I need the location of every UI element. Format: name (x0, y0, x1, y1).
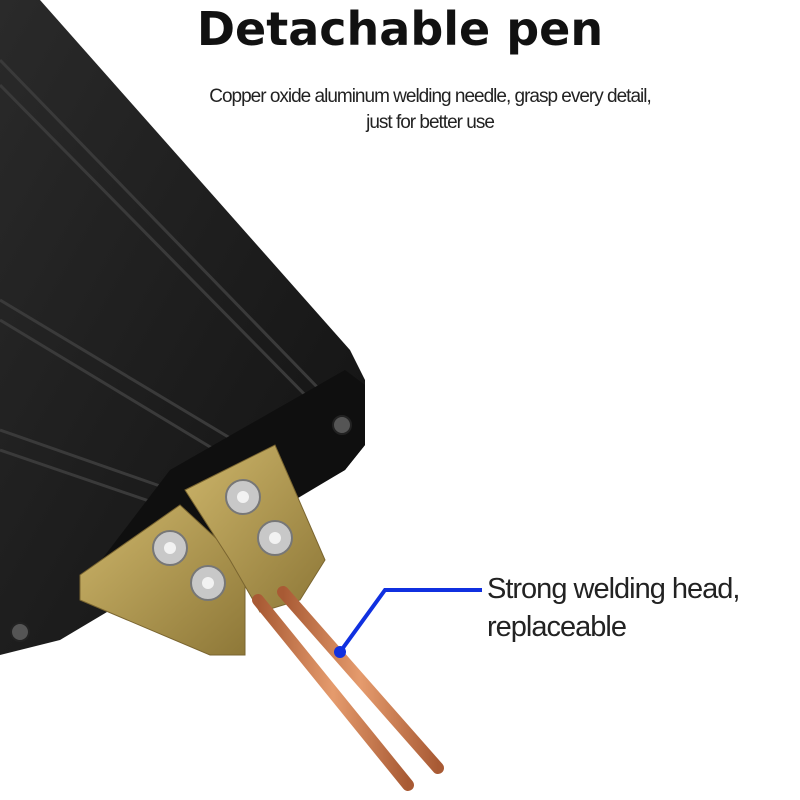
callout-text: Strong welding head, replaceable (487, 570, 740, 646)
copper-rod-left (252, 594, 414, 791)
screw-icon (10, 622, 30, 642)
subtitle-line-1: Copper oxide aluminum welding needle, gr… (209, 86, 652, 107)
brass-plate-left (79, 504, 246, 656)
callout-line-2: replaceable (487, 611, 627, 643)
callout-dot (334, 646, 346, 658)
brass-plate-right (184, 444, 326, 613)
callout-line-1: Strong welding head, (487, 573, 740, 605)
copper-rod-right (277, 586, 444, 774)
subtitle-line-2: just for better use (366, 112, 495, 133)
screw-icon (332, 415, 352, 435)
page-title: Detachable pen (196, 2, 604, 56)
hex-bolts (152, 479, 293, 601)
callout-line (338, 588, 482, 654)
